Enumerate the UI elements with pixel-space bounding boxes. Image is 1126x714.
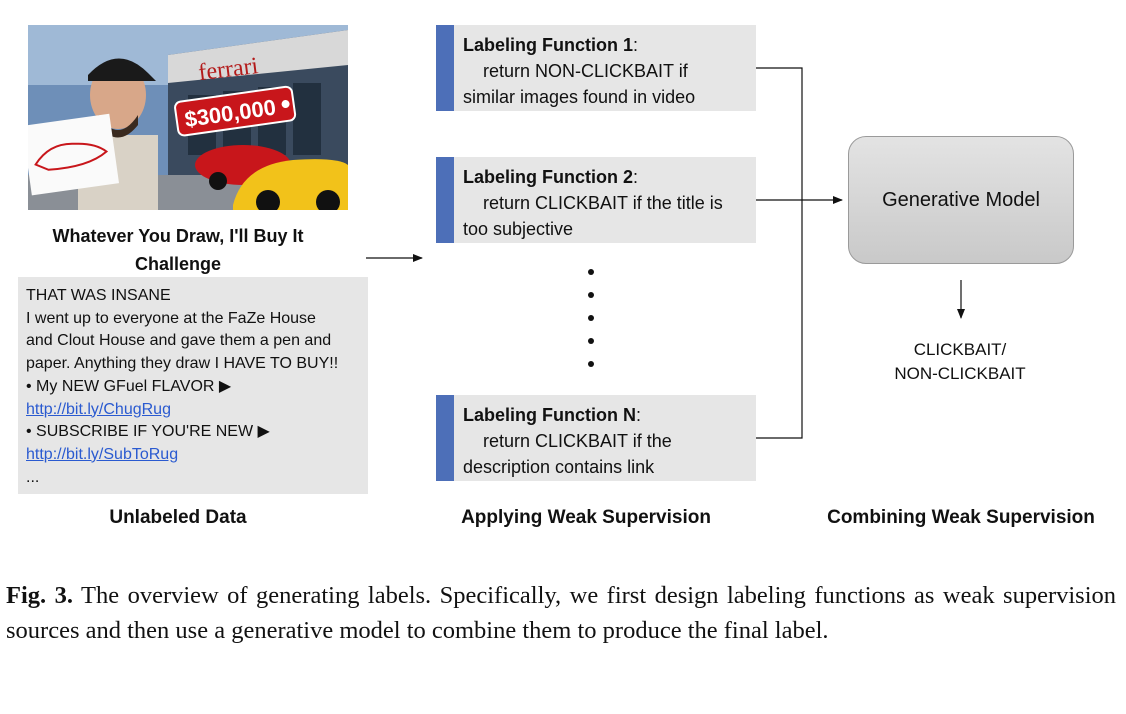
lf-rule-line2: too subjective (463, 219, 574, 239)
output-line: NON-CLICKBAIT (894, 364, 1026, 383)
description-line: and Clout House and gave them a pen and (26, 332, 332, 350)
lf-rule-line2: description contains link (463, 457, 655, 477)
lf-name: Labeling Function N (463, 405, 636, 425)
video-description-box: THAT WAS INSANE I went up to everyone at… (18, 277, 368, 494)
labeling-function-2-box: Labeling Function 2: return CLICKBAIT if… (436, 157, 756, 243)
video-title-line: Challenge (134, 254, 222, 274)
caption-label: Fig. 3. (6, 582, 73, 609)
lf-rule-line1: return NON-CLICKBAIT if (483, 61, 688, 81)
figure-caption: Fig. 3. The overview of generating label… (6, 578, 1116, 648)
section-label-combining: Combining Weak Supervision (827, 507, 1095, 528)
ellipsis-dot (588, 269, 594, 275)
labeling-function-n-box: Labeling Function N: return CLICKBAIT if… (436, 395, 756, 481)
ellipsis-dot (588, 361, 594, 367)
description-line: I went up to everyone at the FaZe House (26, 309, 316, 327)
lf-name: Labeling Function 2 (463, 167, 633, 187)
description-line: THAT WAS INSANE (26, 287, 171, 304)
lf-rule-line1: return CLICKBAIT if the title is (483, 193, 723, 213)
generative-model-box: Generative Model (848, 136, 1074, 264)
output-label: CLICKBAIT/ NON-CLICKBAIT (870, 338, 1050, 386)
accent-bar (436, 395, 454, 481)
description-line: ... (26, 468, 40, 486)
caption-text: The overview of generating labels. Speci… (6, 582, 1117, 644)
video-title-line: Whatever You Draw, I'll Buy It (52, 226, 304, 246)
description-line: • My NEW GFuel FLAVOR ▶ (26, 377, 232, 395)
section-label-unlabeled: Unlabeled Data (109, 507, 247, 528)
generative-model-label: Generative Model (882, 188, 1040, 211)
ellipsis-dot (588, 338, 594, 344)
description-line: paper. Anything they draw I HAVE TO BUY!… (26, 355, 339, 373)
description-line: • SUBSCRIBE IF YOU'RE NEW ▶ (26, 423, 270, 441)
section-label-applying: Applying Weak Supervision (461, 507, 711, 528)
lf-rule-line1: return CLICKBAIT if the (483, 431, 672, 451)
bracket-line (756, 67, 803, 439)
accent-bar (436, 25, 454, 111)
lf-rule-line2: similar images found in video (463, 87, 696, 107)
output-line: CLICKBAIT/ (913, 340, 1007, 359)
video-thumbnail: ferrari $300,000 (28, 25, 348, 210)
description-link[interactable]: http://bit.ly/ChugRug (26, 400, 171, 418)
video-title: Whatever You Draw, I'll Buy It Challenge (28, 222, 328, 278)
accent-bar (436, 157, 454, 243)
ellipsis-dot (588, 292, 594, 298)
lf-name: Labeling Function 1 (463, 35, 633, 55)
ellipsis-dot (588, 315, 594, 321)
thumbnail-image: ferrari $300,000 (28, 25, 348, 210)
labeling-function-1-box: Labeling Function 1: return NON-CLICKBAI… (436, 25, 756, 111)
description-link[interactable]: http://bit.ly/SubToRug (26, 445, 179, 463)
